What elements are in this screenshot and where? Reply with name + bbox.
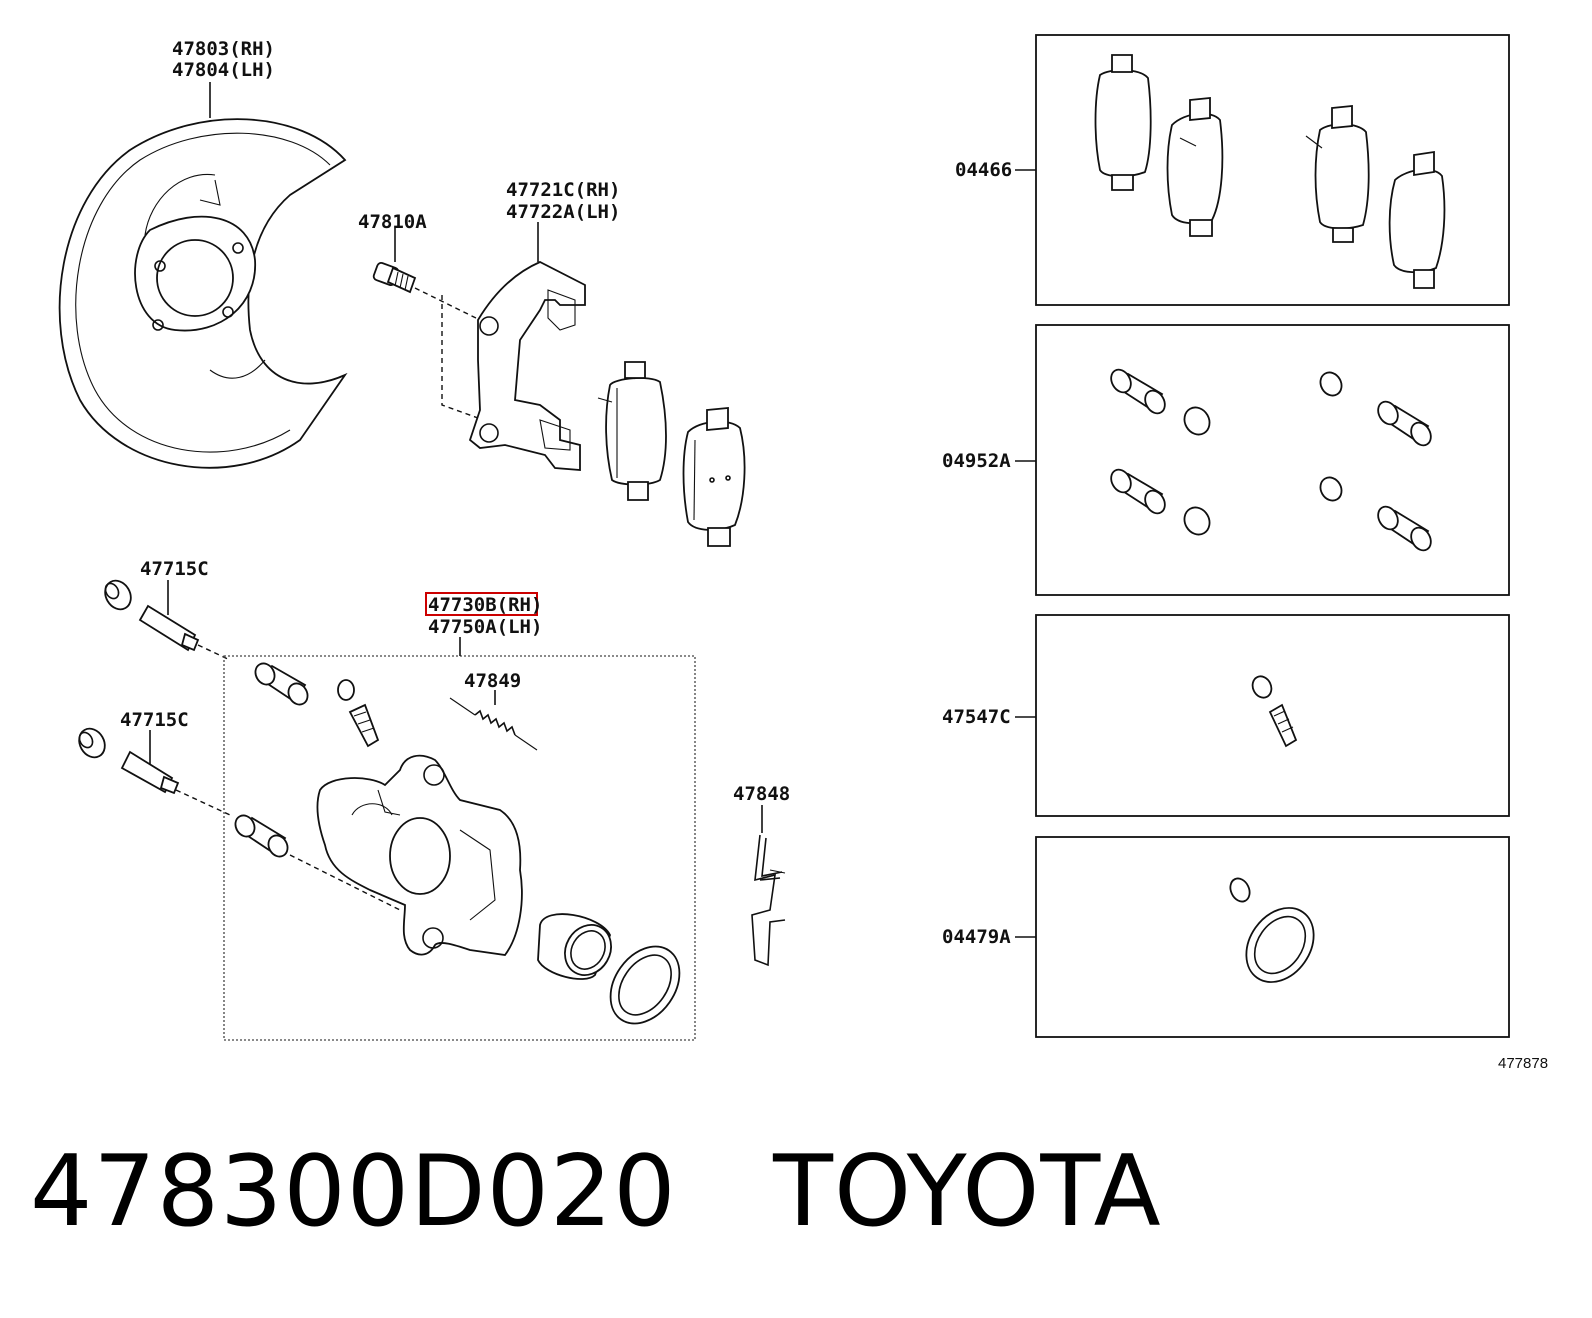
boot-kit-box: [1035, 324, 1510, 596]
slide-pin-lower-drawing: [78, 727, 231, 816]
brand-name: TOYOTA: [773, 1135, 1162, 1249]
cylinder-kit-label: 04479A: [942, 926, 1011, 948]
part-number: 478300D020: [30, 1135, 677, 1249]
pad-kit-parts-drawing: [1094, 54, 1446, 289]
clip-label: 47848: [733, 783, 790, 805]
mounting-lh-label: 47722A(LH): [506, 201, 620, 223]
slide-pin-lower-label: 47715C: [120, 709, 189, 731]
mounting-rh-label: 47721C(RH): [506, 179, 620, 201]
anti-rattle-clip-drawing: [751, 805, 786, 967]
bleeder-kit-label: 47547C: [942, 706, 1011, 728]
mounting-bolt-drawing: [372, 228, 481, 321]
brake-pads-drawing: [597, 361, 746, 547]
spring-label: 47849: [464, 670, 521, 692]
slide-pin-upper-drawing: [104, 579, 231, 661]
bleeder-kit-box: [1035, 614, 1510, 817]
figure-reference-label: 477878: [1498, 1055, 1548, 1072]
caliper-body-drawing: [234, 662, 681, 1025]
slide-pin-upper-label: 47715C: [140, 558, 209, 580]
boot-kit-label: 04952A: [942, 450, 1011, 472]
backing-plate-lh-label: 47804(LH): [172, 59, 275, 81]
pad-kit-label: 04466: [955, 159, 1012, 181]
cylinder-kit-parts-drawing: [1229, 877, 1315, 983]
caliper-rh-highlight: [425, 592, 538, 616]
caliper-lh-label: 47750A(LH): [428, 616, 542, 638]
caliper-assembly-box: [223, 655, 696, 1041]
caliper-mounting-drawing: [441, 222, 586, 471]
bolt-label: 47810A: [358, 211, 427, 233]
caption: 478300D020 TOYOTA: [30, 1135, 1162, 1249]
backing-plate-drawing: [58, 82, 348, 469]
backing-plate-rh-label: 47803(RH): [172, 38, 275, 60]
caliper-rh-label: 47730B(RH): [428, 594, 542, 616]
bleeder-kit-parts-drawing: [1251, 675, 1298, 748]
boot-kit-parts-drawing: [1110, 368, 1432, 552]
